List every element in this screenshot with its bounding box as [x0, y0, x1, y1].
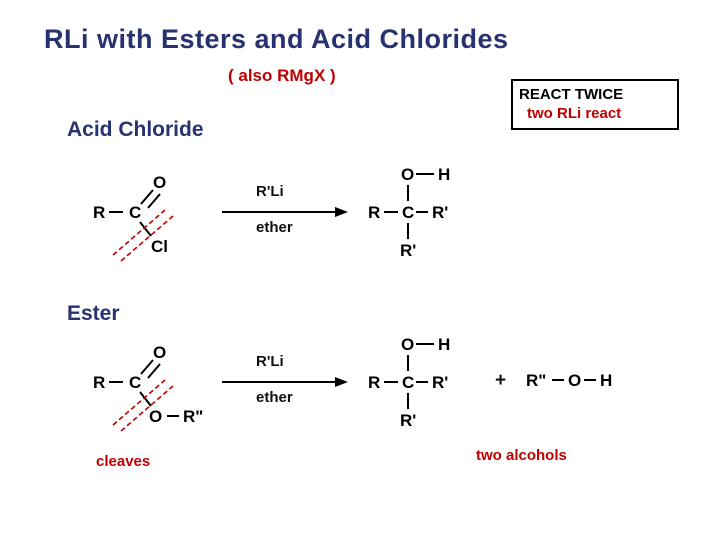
- ester-structure: R C O O R": [93, 343, 203, 432]
- reaction2-arrow: [222, 377, 348, 387]
- bond-lines: [384, 173, 434, 239]
- alcohol-product-structure-2: O H R C R' R': [368, 335, 450, 430]
- reaction1-solvent: ether: [256, 219, 293, 236]
- atom-h: H: [600, 371, 612, 390]
- atom-r-doubleprime: R": [183, 407, 203, 426]
- cleavage-dashes: [112, 379, 174, 432]
- atom-o: O: [568, 371, 581, 390]
- slide-subtitle: ( also RMgX ): [228, 66, 336, 85]
- atom-r: R: [93, 203, 105, 222]
- atom-h: H: [438, 165, 450, 184]
- atom-cl: Cl: [151, 237, 168, 256]
- bond-lines: [109, 359, 179, 417]
- atom-r-prime: R': [432, 203, 448, 222]
- atom-o-ester: O: [149, 407, 162, 426]
- atom-r: R: [93, 373, 105, 392]
- acid-chloride-structure: R C O Cl: [93, 173, 174, 262]
- reaction1-arrow: [222, 207, 348, 217]
- plus-sign: +: [495, 370, 507, 391]
- atom-o: O: [401, 335, 414, 354]
- atom-o: O: [153, 173, 166, 192]
- atom-r-prime-2: R': [400, 411, 416, 430]
- atom-r-doubleprime: R": [526, 371, 546, 390]
- reaction2-reagent: R'Li: [256, 353, 284, 370]
- atom-r: R: [368, 203, 380, 222]
- bond-lines: [384, 343, 434, 409]
- reaction2-solvent: ether: [256, 389, 293, 406]
- bond-lines: [109, 189, 161, 237]
- ester-heading: Ester: [67, 302, 120, 325]
- react-twice-box: REACT TWICE two RLi react: [511, 79, 679, 130]
- slide-title: RLi with Esters and Acid Chlorides: [44, 24, 509, 54]
- atom-c: C: [402, 373, 414, 392]
- reaction1-reagent: R'Li: [256, 183, 284, 200]
- atom-c: C: [129, 203, 141, 222]
- acid-chloride-heading: Acid Chloride: [67, 118, 204, 141]
- atom-h: H: [438, 335, 450, 354]
- cleaves-note: cleaves: [96, 453, 151, 470]
- react-twice-label: REACT TWICE: [519, 86, 624, 103]
- atom-r-prime: R': [432, 373, 448, 392]
- two-alcohols-note: two alcohols: [476, 447, 567, 464]
- atom-c: C: [402, 203, 414, 222]
- cleavage-dashes: [112, 209, 174, 262]
- byproduct-alcohol-structure: R" O H: [526, 371, 612, 390]
- atom-o: O: [401, 165, 414, 184]
- atom-c: C: [129, 373, 141, 392]
- atom-o: O: [153, 343, 166, 362]
- atom-r: R: [368, 373, 380, 392]
- alcohol-product-structure-1: O H R C R' R': [368, 165, 450, 260]
- atom-r-prime-2: R': [400, 241, 416, 260]
- two-rli-react-label: two RLi react: [527, 105, 622, 122]
